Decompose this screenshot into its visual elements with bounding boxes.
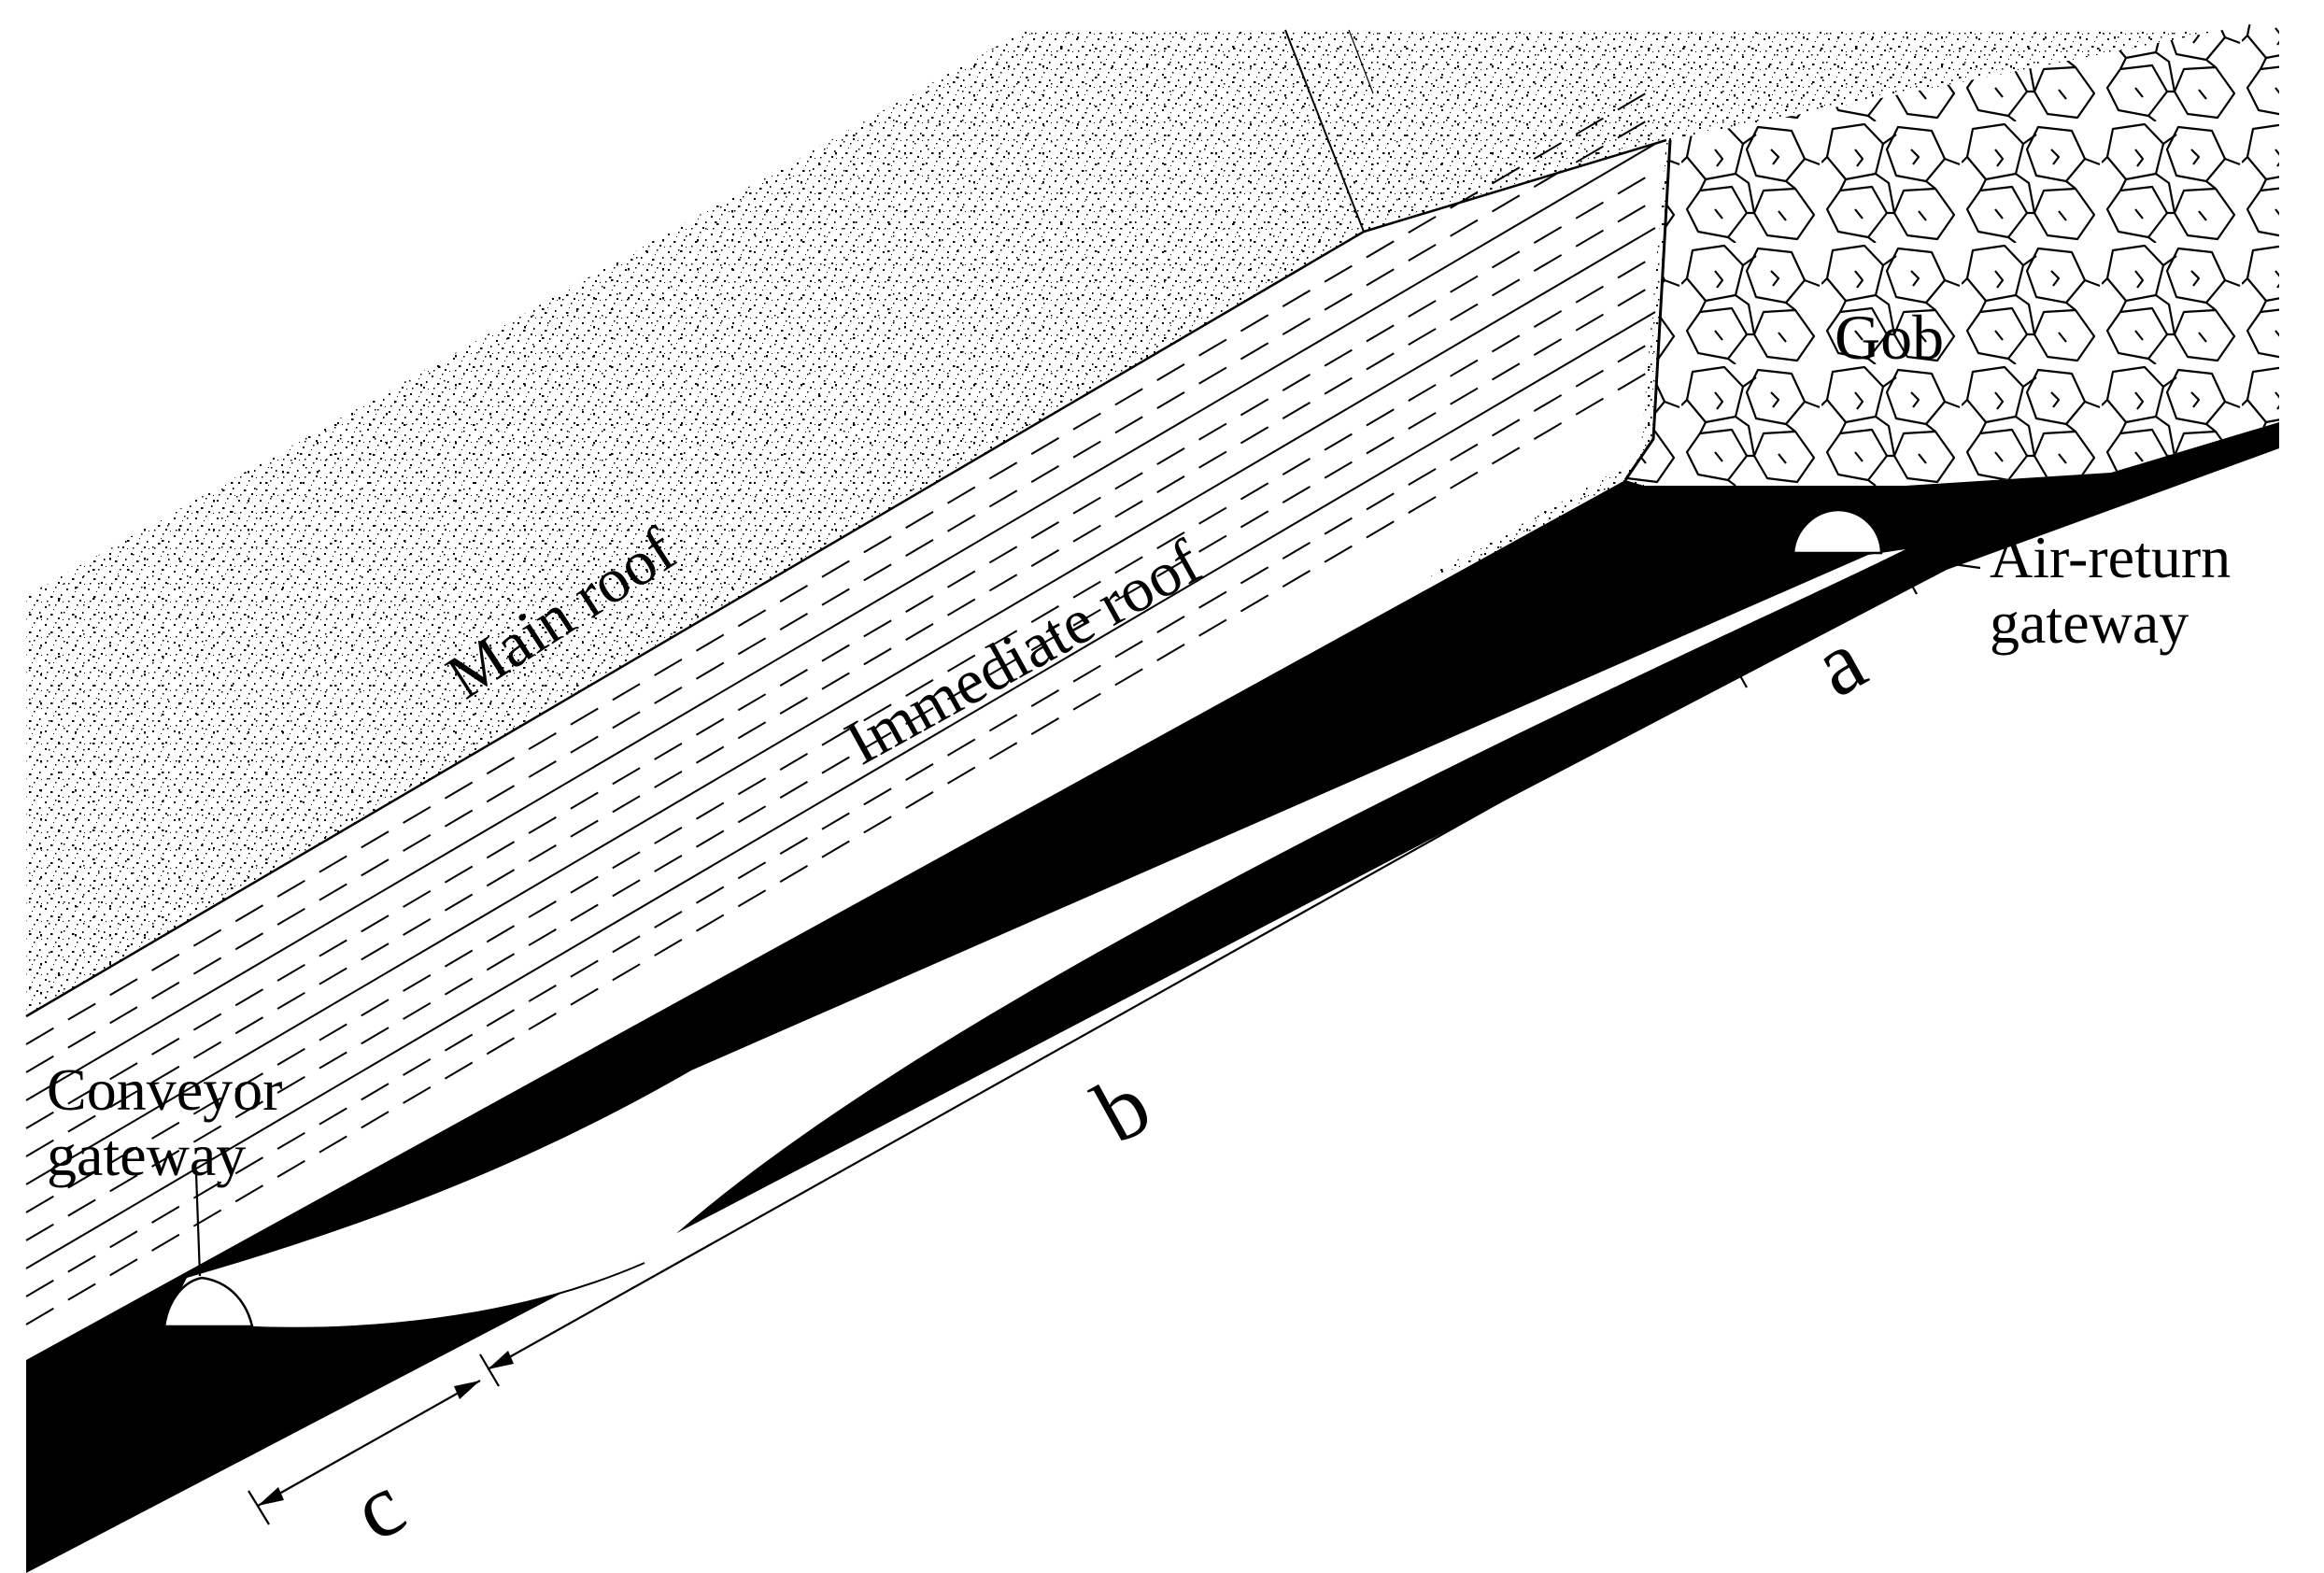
gob-label: Gob: [1835, 302, 1944, 373]
strata-line: [25, 227, 1656, 1185]
strata-line: [25, 339, 1656, 1297]
strata-line: [25, 115, 1656, 1073]
conveyor-gateway-symbol: [163, 1276, 254, 1328]
strata-line: [25, 143, 1656, 1101]
conveyor-gateway-label-line1: Conveyor: [47, 1056, 282, 1123]
strata-line: [25, 199, 1656, 1157]
conveyor-gateway-label-line2: gateway: [47, 1122, 246, 1188]
dimension-lines: [194, 557, 1981, 1525]
immediate-roof-layer: [25, 87, 1667, 1360]
strata-line: [25, 255, 1656, 1213]
dimension-label-a: a: [1797, 609, 1880, 716]
strata-line: [25, 171, 1656, 1129]
dimension-arrowheads: [258, 575, 1906, 1506]
air-return-gateway-label-line2: gateway: [1990, 589, 2189, 656]
strata-line: [25, 87, 1656, 1045]
air-return-gateway-symbol: [1792, 508, 1883, 555]
gob-region: [1623, 19, 2279, 486]
strata-line: [25, 283, 1656, 1241]
dimension-label-b: b: [1078, 1054, 1166, 1163]
strata-line: [25, 311, 1656, 1269]
air-return-gateway-label-line1: Air-return: [1990, 524, 2231, 590]
strata-line: [25, 367, 1656, 1325]
dimension-label-c: c: [336, 1453, 419, 1560]
